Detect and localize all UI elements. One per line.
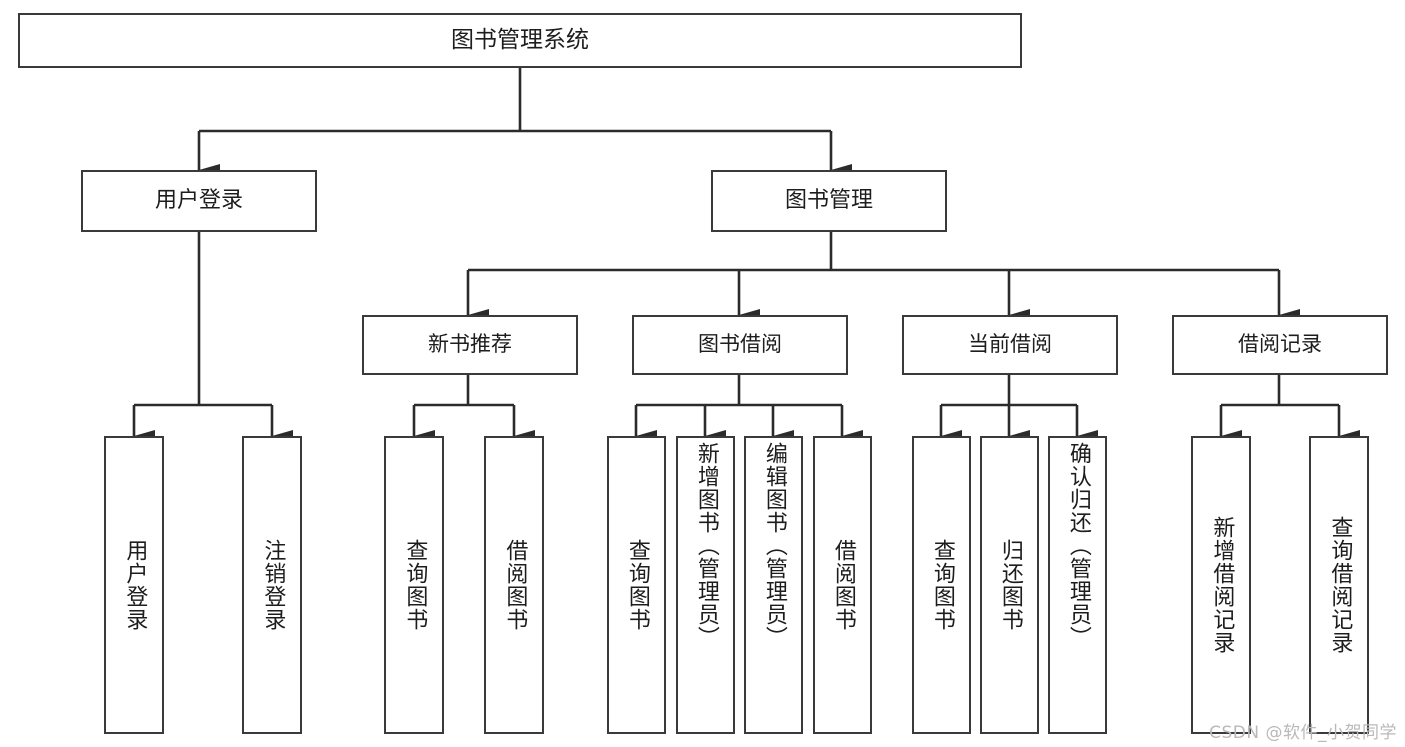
node-leaf-add-record-label: 新增借阅记录 [1209,516,1235,654]
node-leaf-confirm-return[interactable]: 确认归还（管理员） [1048,436,1107,734]
node-leaf-query-book-1-label: 查询图书 [402,539,428,631]
node-leaf-query-record[interactable]: 查询借阅记录 [1309,436,1369,734]
node-current-borrow[interactable]: 当前借阅 [902,315,1118,375]
node-leaf-return-book[interactable]: 归还图书 [980,436,1039,734]
node-leaf-query-book-2-label: 查询图书 [624,539,650,631]
node-borrow-record-label: 借阅记录 [1238,332,1322,357]
node-book-manage-label: 图书管理 [784,187,873,213]
node-book-borrow-label: 图书借阅 [698,332,782,357]
node-leaf-edit-book[interactable]: 编辑图书（管理员） [744,436,803,734]
node-leaf-borrow-book-1-label: 借阅图书 [502,539,528,631]
node-root-label: 图书管理系统 [451,26,589,53]
node-leaf-logout-login-label: 注销登录 [260,539,286,631]
node-new-book-recommend[interactable]: 新书推荐 [362,315,578,375]
node-leaf-borrow-book-2-label: 借阅图书 [830,539,856,631]
node-leaf-borrow-book-1[interactable]: 借阅图书 [484,436,544,734]
node-leaf-query-record-label: 查询借阅记录 [1327,516,1353,654]
node-leaf-query-book-3-label: 查询图书 [929,539,955,631]
node-leaf-return-book-label: 归还图书 [997,539,1023,631]
watermark: CSDN @软件_小贺同学 [1209,723,1397,743]
node-current-borrow-label: 当前借阅 [968,332,1052,357]
node-borrow-record[interactable]: 借阅记录 [1172,315,1388,375]
node-leaf-query-book-1[interactable]: 查询图书 [384,436,444,734]
node-leaf-borrow-book-2[interactable]: 借阅图书 [813,436,872,734]
node-book-borrow[interactable]: 图书借阅 [632,315,848,375]
node-leaf-query-book-2[interactable]: 查询图书 [607,436,666,734]
node-leaf-user-login-label: 用户登录 [122,539,148,631]
node-leaf-add-book-label: 新增图书（管理员） [693,442,719,649]
node-leaf-logout-login[interactable]: 注销登录 [242,436,302,734]
node-user-login-label: 用户登录 [154,187,243,213]
node-leaf-add-record[interactable]: 新增借阅记录 [1191,436,1251,734]
node-root[interactable]: 图书管理系统 [18,13,1022,68]
node-leaf-user-login[interactable]: 用户登录 [104,436,164,734]
node-new-book-recommend-label: 新书推荐 [428,332,512,357]
node-user-login[interactable]: 用户登录 [81,170,317,232]
node-leaf-add-book[interactable]: 新增图书（管理员） [676,436,735,734]
node-leaf-query-book-3[interactable]: 查询图书 [912,436,971,734]
node-book-manage[interactable]: 图书管理 [711,170,947,232]
node-leaf-confirm-return-label: 确认归还（管理员） [1065,442,1091,649]
node-leaf-edit-book-label: 编辑图书（管理员） [761,442,787,649]
